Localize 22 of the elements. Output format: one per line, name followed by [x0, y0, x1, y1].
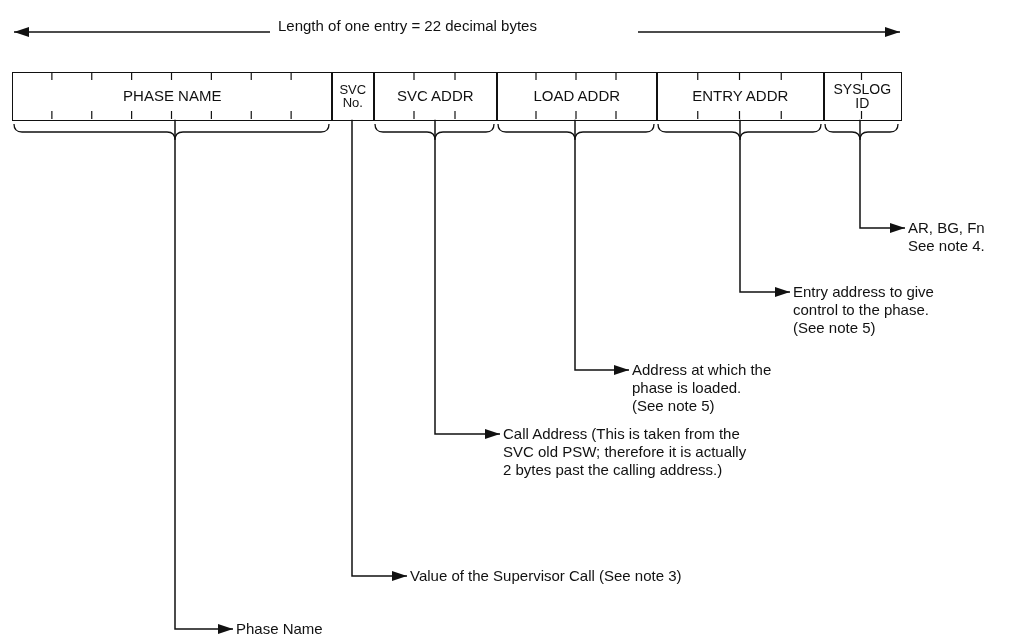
description-text: See note 4.: [908, 237, 986, 255]
leader-arrow: [174, 119, 234, 634]
record-field: LOAD ADDR: [496, 72, 658, 121]
record-field: ENTRY ADDR: [656, 72, 825, 121]
description-text: Address at which the phase is loaded.: [632, 361, 773, 397]
dimension-label: Length of one entry = 22 decimal bytes: [278, 17, 537, 35]
description-text: Entry address to give control to the phase.: [793, 283, 935, 319]
leader-arrow: [434, 119, 501, 439]
description-text: (See note 5): [793, 319, 877, 337]
record-field: SVC ADDR: [373, 72, 498, 121]
description-text: AR, BG, Fn: [908, 219, 986, 237]
record-field: SVC No.: [331, 72, 375, 121]
leader-arrow: [859, 119, 906, 233]
description-text: Call Address (This is taken from the SVC old PSW; therefore it is actually 2 bytes past the calling address.): [503, 425, 748, 479]
leader-arrow: [574, 119, 630, 375]
description-text: (See note 5): [632, 397, 716, 415]
leader-arrow: [351, 119, 408, 581]
record-field: SYSLOG ID: [823, 72, 902, 121]
record-field: PHASE NAME: [12, 72, 333, 121]
leader-arrow: [739, 119, 791, 297]
description-text: Phase Name: [236, 620, 324, 638]
description-text: Value of the Supervisor Call (See note 3): [410, 567, 683, 585]
